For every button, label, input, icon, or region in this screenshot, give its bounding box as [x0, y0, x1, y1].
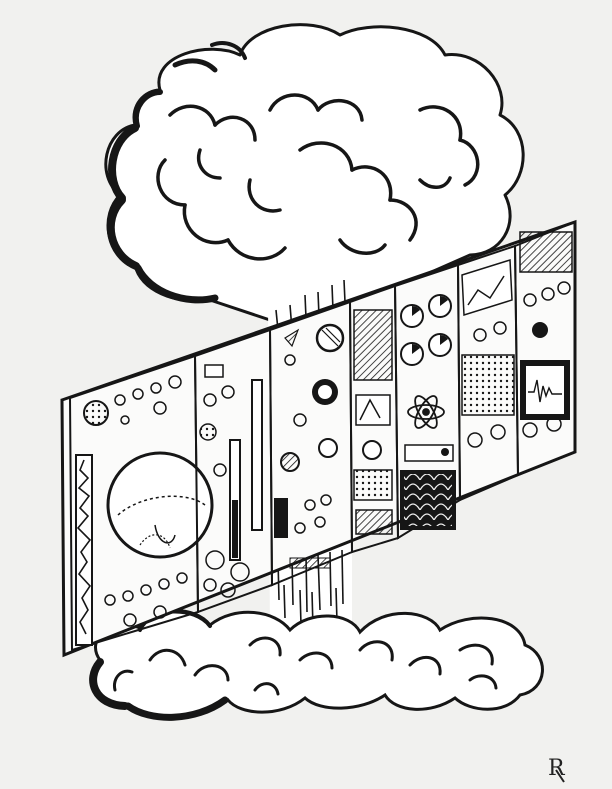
cloud-cap-lobes	[156, 93, 480, 261]
oscilloscope-module	[513, 220, 576, 477]
radiation-module	[393, 263, 462, 540]
base-cloud	[89, 608, 544, 721]
monitor-module	[456, 244, 520, 502]
gauge-module-c	[348, 284, 400, 554]
control-panel	[60, 219, 577, 658]
cloud-cap-shading	[106, 41, 247, 304]
svg-text:R: R	[548, 756, 566, 781]
atom-symbol	[407, 395, 445, 429]
artist-signature: R	[548, 756, 566, 783]
gauge-module-a	[193, 328, 274, 614]
